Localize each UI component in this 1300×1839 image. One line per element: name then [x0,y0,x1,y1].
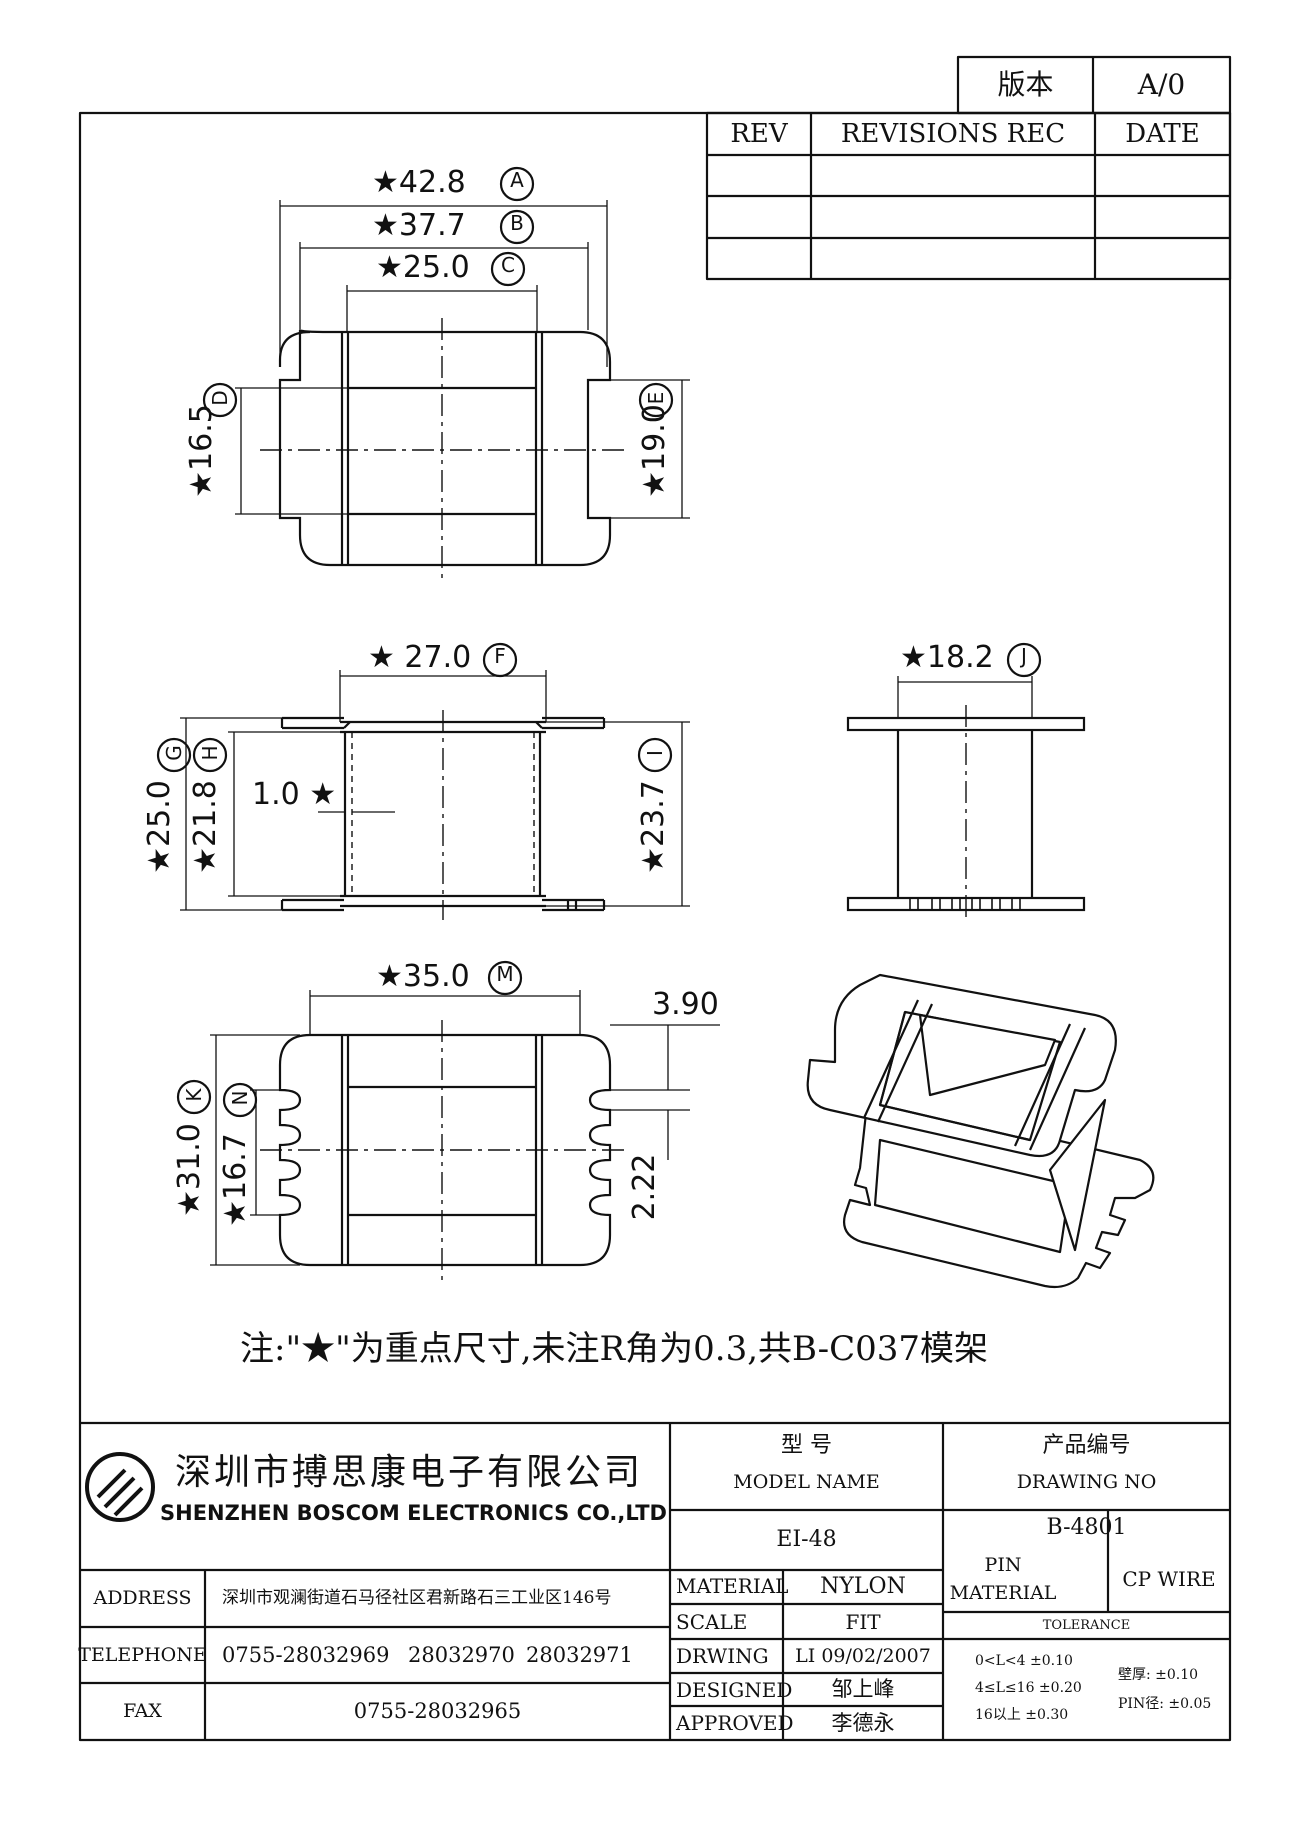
revisions-rec-header: REVISIONS REC [840,119,1066,149]
dim-d-letter: D [208,390,232,406]
rev-header: REV [730,119,788,149]
dim-i-letter: I [643,750,667,756]
dim-n-letter: N [228,1090,252,1106]
dim-pin-width-text: 3.90 [652,987,719,1022]
tolerance-row-2: 4≤L≤16 ±0.20 [975,1680,1082,1696]
version-label: 版本 [997,68,1054,101]
dim-g-text: ★25.0 [142,780,177,874]
drawing-value: B-4801 [1046,1515,1127,1540]
dim-a-letter: A [510,168,524,192]
date-header: DATE [1125,119,1200,149]
dim-h-text: ★21.8 [188,780,223,874]
model-value: EI-48 [776,1527,837,1552]
top-view [235,200,690,580]
telephone-3: 28032971 [526,1643,633,1667]
dim-g-letter: G [162,745,186,761]
tolerance-row-3: 16以上 ±0.30 [975,1707,1069,1723]
drwing-value: LI 09/02/2007 [795,1644,931,1667]
drwing-label: DRWING [676,1644,769,1668]
tolerance-row-1: 0<L<4 ±0.10 [975,1653,1073,1669]
material-label: MATERIAL [676,1574,789,1598]
dim-i-text: ★23.7 [636,780,671,874]
dimension-label-circles [156,166,1042,1118]
scale-label: SCALE [676,1610,748,1634]
dim-j-letter: J [1021,644,1027,668]
version-value: A/0 [1137,68,1186,101]
isometric-view [806,973,1155,1289]
designed-value: 邹上峰 [831,1677,895,1701]
designed-label: DESIGNED [676,1678,793,1702]
company-logo [85,1452,155,1522]
scale-value: FIT [845,1609,881,1634]
dim-f-text: ★ 27.0 [368,640,472,675]
dim-a-text: ★42.8 [372,165,466,200]
telephone-2: 28032970 [408,1643,515,1667]
dim-pin-pitch-text: 2.22 [627,1153,662,1221]
model-label-cn: 型 号 [781,1433,832,1458]
dim-m-letter: M [496,962,514,986]
dim-m-text: ★35.0 [376,959,470,994]
telephone-label: TELEPHONE [78,1643,207,1666]
company-name-en: SHENZHEN BOSCOM ELECTRONICS CO.,LTD [160,1501,667,1525]
material-value: NYLON [820,1574,906,1599]
dim-c-text: ★25.0 [376,250,470,285]
dim-n-text: ★16.7 [218,1133,253,1227]
dim-e-letter: E [644,391,668,405]
dim-b-text: ★37.7 [372,208,466,243]
pin-diameter-tolerance: PIN径: ±0.05 [1118,1696,1212,1712]
approved-label: APPROVED [676,1711,794,1735]
side-view [846,676,1086,920]
fax-label: FAX [123,1700,162,1722]
pin-label: PIN [984,1554,1022,1576]
wall-thickness-tolerance: 壁厚: ±0.10 [1118,1667,1199,1683]
dim-h-letter: H [198,745,222,761]
drawing-label-cn: 产品编号 [1042,1433,1131,1458]
sheet-border [78,111,1232,1742]
model-label-en: MODEL NAME [733,1471,880,1493]
pin-material-label: MATERIAL [949,1582,1057,1604]
dim-thickness-text: 1.0 ★ [252,777,337,812]
fax-value: 0755-28032965 [353,1699,522,1723]
tolerance-label: TOLERANCE [1042,1618,1131,1633]
company-name-cn: 深圳市搏思康电子有限公司 [175,1452,644,1493]
dim-b-letter: B [510,211,524,235]
address-label: ADDRESS [93,1587,192,1609]
dim-k-text: ★31.0 [172,1123,207,1217]
dim-c-letter: C [501,253,515,277]
dim-f-letter: F [494,644,506,668]
dim-j-text: ★18.2 [900,640,994,675]
front-view [180,670,690,920]
bottom-view [210,990,720,1280]
drawing-label-en: DRAWING NO [1016,1471,1157,1493]
dim-k-letter: K [182,1088,206,1102]
approved-value: 李德永 [831,1710,895,1735]
telephone-1: 0755-28032969 [222,1643,390,1667]
pin-material-value: CP WIRE [1122,1567,1216,1591]
address-value: 深圳市观澜街道石马径社区君新路石三工业区146号 [222,1588,612,1608]
drawing-note: 注:"★"为重点尺寸,未注R角为0.3,共B-C037模架 [240,1329,989,1369]
